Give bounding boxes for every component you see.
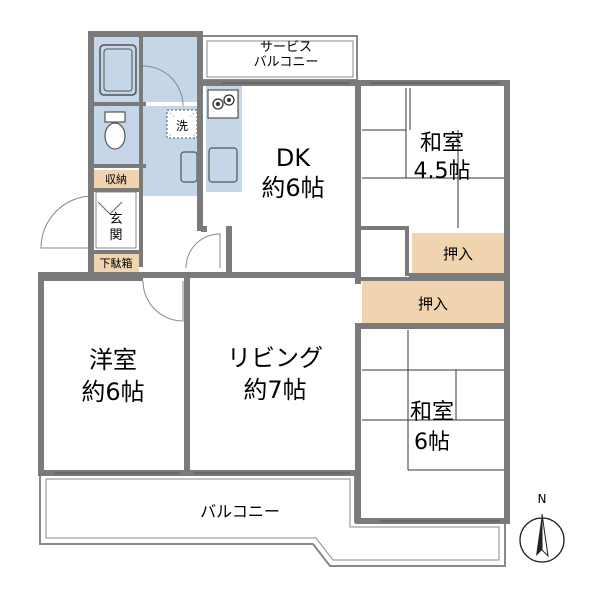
shuno-rect: [93, 170, 139, 188]
getabako-label: 下駄箱: [99, 257, 133, 270]
bathtub: [99, 44, 137, 96]
getabako-rect: [93, 254, 139, 272]
room-living-name: リビング: [227, 344, 323, 372]
shuno-label: 収納: [105, 173, 127, 186]
room-washitsu-large-name: 和室: [409, 400, 454, 425]
service-balcony-label-line2: バルコニー: [253, 55, 319, 70]
room-yoshitsu-size: 約6帖: [81, 378, 145, 406]
room-dk-name: DK: [275, 144, 311, 172]
washing-label: 洗: [168, 117, 196, 134]
north-label: N: [537, 492, 547, 506]
room-washitsu-small-size: 4.5帖: [413, 159, 471, 184]
toilet: [104, 111, 126, 150]
closet-lower-label: 押入: [417, 295, 448, 313]
room-yoshitsu: 洋室 約6帖: [68, 344, 158, 408]
service-balcony: [200, 35, 358, 81]
north-arrow-icon: [519, 513, 565, 563]
room-washitsu-large-size: 6帖: [414, 430, 450, 455]
genkan-label-2: 関: [109, 228, 123, 243]
room-yoshitsu-name: 洋室: [89, 346, 137, 374]
closet-upper-rect: [412, 233, 504, 273]
room-washitsu-large: 和室 6帖: [392, 398, 472, 458]
room-washitsu-small-name: 和室: [419, 131, 464, 156]
windows: [55, 82, 500, 522]
room-dk: DK 約6帖: [248, 143, 338, 203]
balcony-label: バルコニー: [200, 502, 280, 521]
room-living-size: 約7帖: [243, 376, 307, 404]
sink: [180, 151, 198, 183]
kitchen-sink: [208, 147, 238, 183]
service-balcony-label: サービス バルコニー: [236, 40, 336, 70]
room-living: リビング 約7帖: [210, 342, 340, 406]
room-dk-size: 約6帖: [261, 174, 325, 202]
entrance-door-swing: [40, 195, 94, 249]
stove: [207, 89, 239, 119]
room-washitsu-small: 和室 4.5帖: [398, 130, 486, 186]
tatami-lines: [362, 88, 504, 471]
genkan-area: [95, 191, 137, 249]
genkan-label: 玄 関: [104, 212, 128, 244]
closet-lower-rect: [362, 281, 504, 323]
genkan-label-1: 玄: [109, 212, 123, 227]
closet-upper-label: 押入: [442, 245, 473, 263]
service-balcony-label-line1: サービス: [259, 40, 312, 55]
